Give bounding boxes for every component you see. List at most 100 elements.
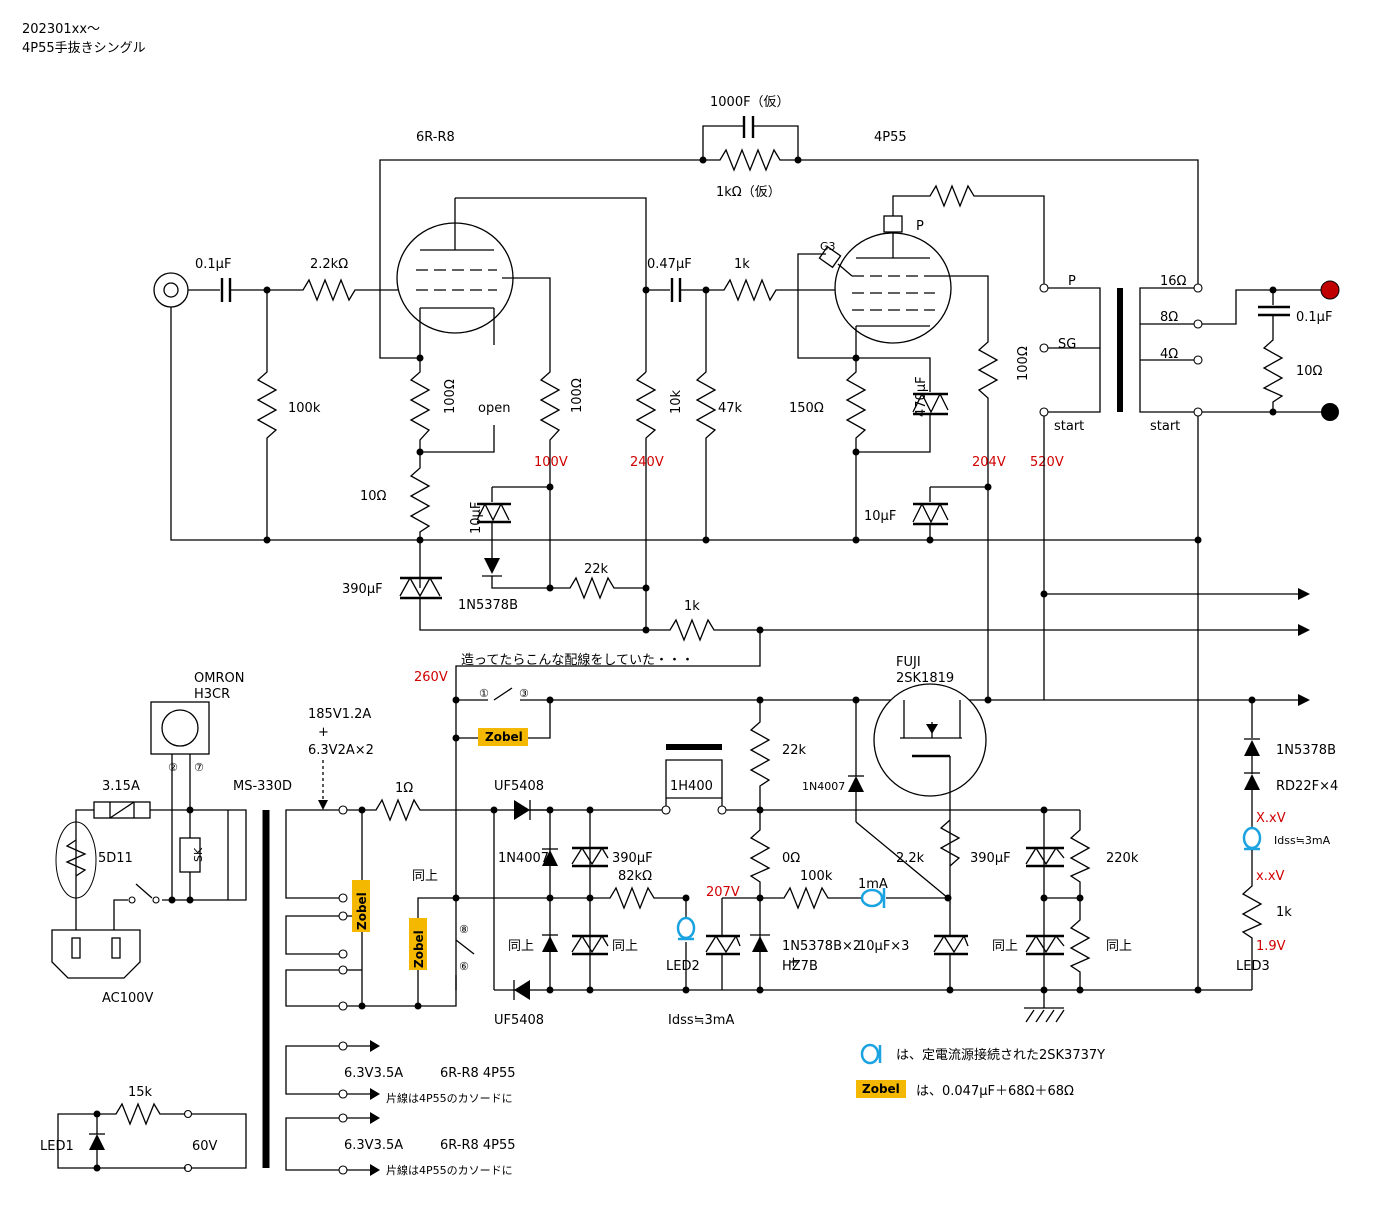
wiring-note: 造ってたらこんな配線をしていた・・・	[461, 652, 694, 668]
driver-zener-label: 1N5378B	[458, 598, 518, 613]
choke-label: 1H400	[670, 779, 713, 794]
ot-4-label: 4Ω	[1160, 347, 1178, 362]
feedback-cap-label: 1000F（仮）	[710, 95, 790, 110]
driver-390uf-label: 390μF	[342, 582, 383, 597]
svg-text:Zobel: Zobel	[355, 892, 369, 930]
ot-sg-label: SG	[1058, 337, 1076, 352]
heater1-v-label: 6.3V3.5A	[344, 1066, 403, 1081]
fuse-label: 3.15A	[102, 779, 140, 794]
heater-windings	[285, 1040, 380, 1176]
choke-1h400	[661, 744, 1080, 815]
led3-label: LED3	[1236, 959, 1270, 974]
svg-text:Zobel: Zobel	[412, 930, 426, 968]
speaker-plus-terminal[interactable]	[1320, 280, 1340, 300]
voltage-xxv-lower: x.xV	[1256, 869, 1285, 884]
driver-1k-label: 1k	[684, 599, 700, 614]
psu-zener2-label: 1N5378B×2	[782, 939, 861, 954]
voltage-260v: 260V	[414, 670, 448, 685]
feedback-network	[379, 116, 1199, 290]
svg-text:Zobel: Zobel	[485, 730, 523, 744]
voltage-207v: 207V	[706, 885, 740, 900]
ac-input-label: AC100V	[102, 991, 154, 1006]
led3-idss-label: Idss≒3mA	[1274, 834, 1331, 847]
ccs-legend-text: は、定電流源接続された2SK3737Y	[896, 1047, 1105, 1063]
psu-2-2k-label: 2.2k	[896, 851, 925, 866]
power-input-circuit	[646, 278, 844, 544]
psu-plus-label: +	[788, 955, 799, 970]
secondary-1-label: 185V1.2A	[308, 707, 371, 722]
psu-82k-label: 82kΩ	[618, 869, 652, 884]
led1-res-label: 15k	[128, 1085, 153, 1100]
psu-100k-label: 100k	[800, 869, 833, 884]
timer-model-label: H3CR	[194, 687, 230, 702]
led2-label: LED2	[666, 959, 700, 974]
speaker-minus-terminal[interactable]	[1321, 403, 1339, 421]
heater2-v-label: 6.3V3.5A	[344, 1138, 403, 1153]
voltage-1-9v: 1.9V	[1256, 939, 1286, 954]
timer-pin2: ②	[168, 761, 178, 774]
psu-220k-label: 220k	[1106, 851, 1139, 866]
zobel-badge-3: Zobel	[409, 918, 427, 970]
driver-bypass-cap-label: 10μF	[469, 502, 484, 534]
same-label-2: 同上	[508, 939, 534, 954]
heater1-note: 片線は4P55のカソードに	[386, 1091, 513, 1105]
led1-voltage-label: 60V	[192, 1139, 218, 1154]
rectifier-1-label: UF5408	[494, 779, 544, 794]
g3-label: G3	[820, 240, 836, 253]
power-grid-stop-label: 1k	[734, 257, 750, 272]
heater1-tubes-label: 6R-R8 4P55	[440, 1066, 516, 1081]
ot-start1-label: start	[1054, 419, 1084, 434]
ot-start2-label: start	[1150, 419, 1180, 434]
driver-22k-label: 22k	[584, 562, 609, 577]
power-coupling-cap-label: 0.47μF	[647, 257, 692, 272]
voltage-240v: 240V	[630, 455, 664, 470]
timer-relay	[150, 701, 210, 900]
ot-p-label: P	[1068, 274, 1076, 289]
power-cathode-cap-label: 470μF	[914, 376, 929, 417]
psu-hz7b-label: HZ7B	[782, 959, 818, 974]
power-grid-res-label: 47k	[718, 401, 743, 416]
ccs-legend-icon	[860, 1043, 882, 1065]
bplus-lines	[1040, 536, 1310, 600]
header-title: 4P55手抜きシングル	[22, 40, 146, 56]
driver-tube-label: 6R-R8	[416, 130, 455, 145]
zobel-badge-1: Zobel	[478, 728, 528, 746]
psu-22k-label: 22k	[782, 743, 807, 758]
power-circuit	[797, 184, 1045, 700]
fet-model-label: 2SK1819	[896, 671, 954, 686]
psu-0ohm-label: 0Ω	[782, 851, 800, 866]
idss-label: Idss≒3mA	[668, 1013, 734, 1028]
psu-1n4007-label: 1N4007	[498, 851, 549, 866]
voltage-100v: 100V	[534, 455, 568, 470]
driver-grid-stop-label: 100Ω	[570, 378, 585, 413]
secondary-2-label: 6.3V2A×2	[308, 743, 374, 758]
driver-cathode-res-label: 100Ω	[443, 379, 458, 414]
same-label-1: 同上	[412, 869, 438, 884]
fet-maker-label: FUJI	[896, 655, 921, 670]
switch-pin3: ③	[519, 687, 529, 700]
switch-pin1: ①	[479, 687, 489, 700]
secondary-plus-label: +	[318, 725, 329, 740]
heater2-note: 片線は4P55のカソードに	[386, 1163, 513, 1177]
driver-cathode-res2-label: 10Ω	[360, 489, 387, 504]
plate-label: P	[916, 219, 924, 234]
same-label-5: 同上	[1106, 939, 1132, 954]
thermistor-label: 5D11	[98, 851, 133, 866]
ccs-icon-led2	[676, 916, 696, 941]
power-tube	[818, 215, 952, 358]
driver-load-res-label: 10k	[669, 389, 684, 414]
driver-circuit	[379, 197, 1310, 700]
timer-pin7: ⑦	[194, 761, 204, 774]
psu-390uf-label: 390μF	[612, 851, 653, 866]
psu-1ma-label: 1mA	[858, 877, 888, 892]
voltage-520v: 520V	[1030, 455, 1064, 470]
power-tube-label: 4P55	[874, 130, 907, 145]
output-filter	[933, 806, 1202, 1023]
zobel-legend-badge: Zobel	[856, 1080, 906, 1098]
fet-diode-label: 1N4007	[802, 780, 845, 793]
input-jack[interactable]	[153, 272, 189, 308]
header-date: 202301xx～	[22, 22, 100, 37]
rectifier-2-label: UF5408	[494, 1013, 544, 1028]
psu-1ohm-label: 1Ω	[395, 781, 413, 796]
